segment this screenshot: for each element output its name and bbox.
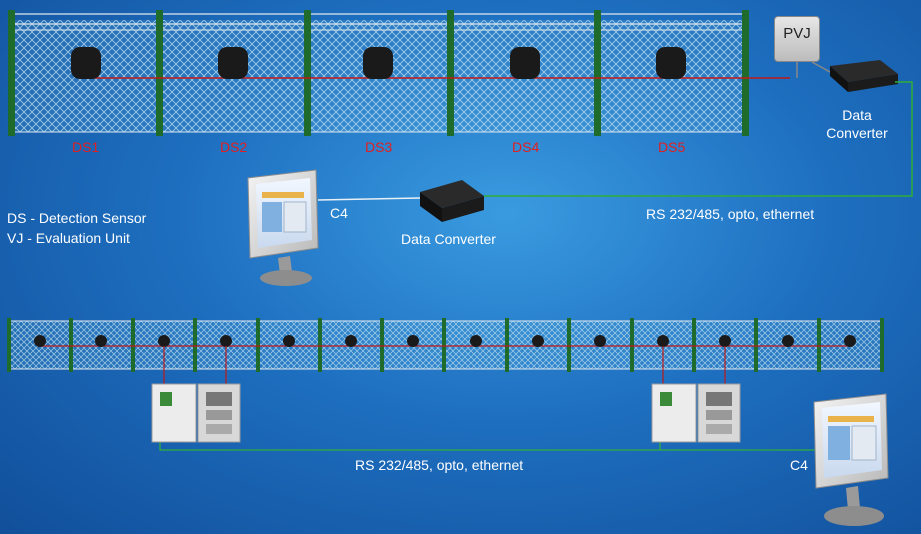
bottom-fence xyxy=(7,318,884,384)
sensor-label-ds4: DS4 xyxy=(512,139,540,155)
top-fence xyxy=(8,10,790,136)
link-label-bottom: RS 232/485, opto, ethernet xyxy=(355,457,524,473)
sensor-ds1 xyxy=(71,47,101,79)
data-converter-middle xyxy=(420,180,484,222)
sensor-ds3 xyxy=(363,47,393,79)
sensor-ds4 xyxy=(510,47,540,79)
c4-top-label: C4 xyxy=(330,205,348,221)
sensor-label-ds1: DS1 xyxy=(72,139,100,155)
evaluation-unit-right xyxy=(651,383,741,443)
sensor-label-ds2: DS2 xyxy=(220,139,248,155)
monitor-c4-bottom xyxy=(813,393,889,526)
data-converter-middle-label: Data Converter xyxy=(401,231,496,247)
sensor-ds5 xyxy=(656,47,686,79)
c4-bottom-label: C4 xyxy=(790,457,808,473)
sensor-ds2 xyxy=(218,47,248,79)
sensor-label-ds3: DS3 xyxy=(365,139,393,155)
monitor-c4-top xyxy=(247,169,319,286)
pvj-evaluation-unit: PVJ xyxy=(774,16,820,62)
link-label-top: RS 232/485, opto, ethernet xyxy=(646,206,815,222)
data-converter-top-label: Data Converter xyxy=(826,107,888,141)
legend-ds: DS - Detection Sensor xyxy=(7,210,147,226)
sensor-label-ds5: DS5 xyxy=(658,139,686,155)
legend-vj: VJ - Evaluation Unit xyxy=(7,230,130,246)
pvj-label: PVJ xyxy=(783,25,811,42)
data-converter-top xyxy=(830,60,898,92)
evaluation-unit-left xyxy=(151,383,241,443)
